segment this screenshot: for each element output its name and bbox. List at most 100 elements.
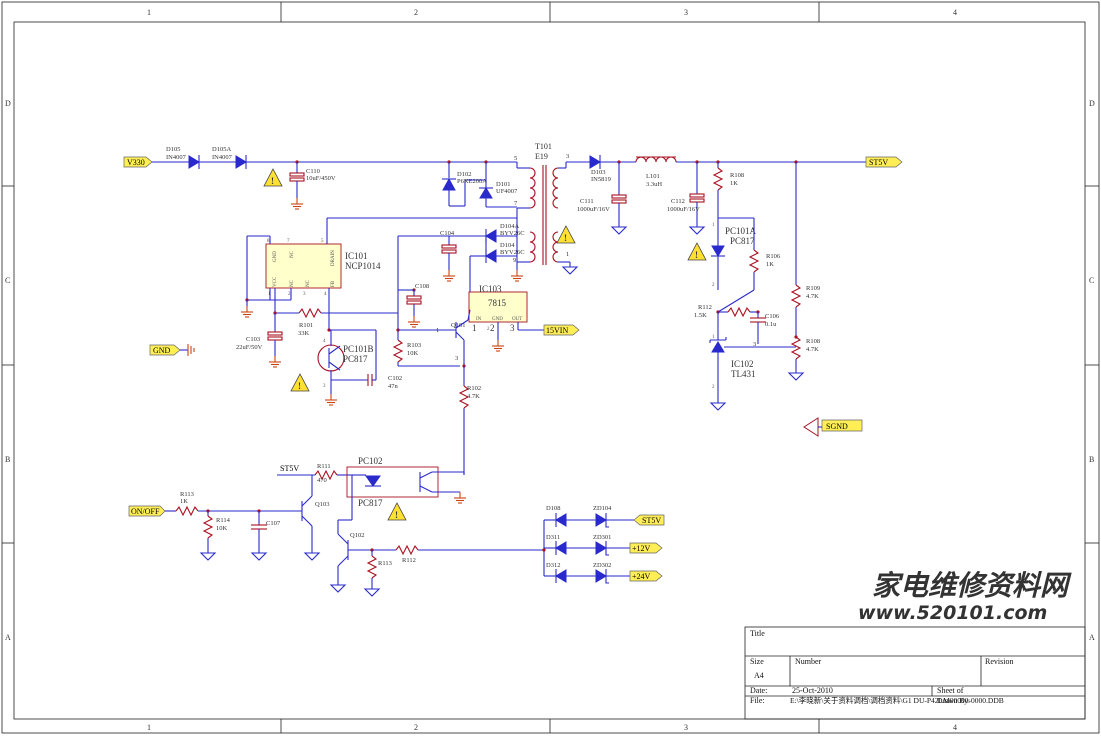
ic103-ref: IC103 [479, 284, 502, 294]
zone-col-4-bottom: 4 [953, 723, 957, 732]
pc101b-pin3: 3 [323, 384, 326, 389]
pc101a-pin2: 2 [712, 283, 715, 288]
r101-ref: R101 [299, 322, 313, 329]
d105a-val: IN4007 [212, 154, 233, 161]
c102-ref: C102 [388, 375, 402, 382]
ic103-gnd: GND [492, 317, 503, 322]
transformer-t101: T101 E19 5 7 3 1 9 ! [513, 142, 578, 275]
zone-row-a-right: A [1089, 633, 1095, 642]
ic102-pin1: 1 [712, 335, 715, 340]
tb-file-value: E:\李晓新\关于资料调档\调档资料\G1 DU-P42LM00000-0000… [790, 695, 1004, 705]
opto-pc102 [346, 466, 439, 498]
port-gnd-label: GND [153, 346, 171, 355]
c108-ref: C108 [415, 283, 429, 290]
gnd-flag: GND [149, 344, 195, 356]
l101-ref: L101 [646, 173, 660, 180]
ic103-val: 7815 [488, 298, 507, 308]
port-12v [629, 542, 663, 554]
svg-text:!: ! [395, 510, 398, 520]
sgnd-flag: SGND [803, 417, 863, 437]
input-rail: V330 D105 IN4007 D105A IN4007 C110 10uF/… [123, 146, 518, 210]
r112b-ref: R112 [402, 557, 416, 564]
svg-text:!: ! [298, 381, 301, 391]
shunt-regulator-ic102 [711, 341, 725, 353]
resistor-r103 [392, 339, 404, 363]
d103-ref: D103 [591, 169, 605, 176]
r101-val: 33K [298, 330, 310, 337]
r109-ref: R109 [806, 285, 820, 292]
c111-ref: C111 [580, 198, 594, 205]
r114-ref: R114 [216, 517, 231, 524]
ic102-pin3: 3 [753, 341, 756, 348]
r112a-val: 1.5K [694, 312, 707, 319]
port-onoff-label: ON/OFF [131, 507, 160, 516]
aux-supply: R103 10K C104 D104A BYV26C D104 BYV26C [392, 218, 530, 367]
r102-ref: R102 [467, 385, 481, 392]
diode-d108 [555, 513, 567, 527]
r108a-ref: R108 [730, 172, 744, 179]
d101-val: UF4007 [496, 188, 518, 195]
inductor-l101 [635, 156, 677, 163]
zener-zd302 [595, 569, 607, 583]
r108b-val: 4.7K [806, 346, 819, 353]
r113b-ref: R113 [378, 560, 392, 567]
zone-row-b: B [5, 455, 10, 464]
c106-val: 0.1u [765, 321, 777, 328]
ic101-drain: DRAIN [331, 250, 336, 266]
standby-control: ST5V R111 470 PC102 PC817 ! ON/OFF R113 … [128, 456, 544, 597]
zone-col-3-bottom: 3 [684, 723, 688, 732]
tb-title-label: Title [750, 629, 765, 638]
zd104-ref: ZD104 [593, 505, 612, 512]
ic101-pin2: 2 [288, 292, 291, 297]
ic101-pin4: 4 [324, 292, 327, 297]
resistor-r102 [458, 385, 470, 409]
t101-ref: T101 [535, 142, 552, 151]
diode-d105 [188, 155, 200, 169]
r103-ref: R103 [407, 342, 421, 349]
diode-d103 [589, 155, 601, 169]
warning-icon: ! [290, 373, 310, 392]
title-block: Title Size A4 Number Revision Date: 25-O… [744, 626, 1086, 720]
q103-ref: Q103 [315, 501, 329, 508]
zone-col-1: 1 [147, 8, 151, 17]
resistor-r109 [790, 284, 802, 308]
d104-ref: D104 [500, 242, 515, 249]
q101-pin3: 3 [455, 355, 458, 362]
tb-drawn-label: Drawn By: [937, 696, 970, 705]
diode-d311 [555, 541, 567, 555]
ic101-nc3: NC [306, 279, 311, 287]
c112-ref: C112 [671, 198, 685, 205]
port-st5v-2-label: ST5V [280, 464, 299, 473]
ic101-ncp1014: IC101 NCP1014 8 7 5 1 2 3 4 GND NC DRAIN… [236, 217, 517, 375]
capacitor-c103 [267, 331, 283, 336]
d105-val: IN4007 [166, 154, 187, 161]
d104a-val: BYV26C [500, 230, 525, 237]
resistor-r113b [366, 555, 378, 579]
svg-text:!: ! [271, 176, 274, 186]
d312-ref: D312 [546, 562, 560, 569]
svg-text:!: ! [564, 233, 567, 243]
port-st5v [865, 156, 903, 168]
capacitor-c108 [406, 295, 422, 300]
t101-pin5: 5 [514, 155, 517, 162]
c107-ref: C107 [266, 520, 281, 527]
tb-date-value: 25-Oct-2010 [792, 686, 833, 695]
d105-ref: D105 [166, 146, 180, 153]
ic103-pin2: 2 [490, 323, 495, 333]
port-st5v-label: ST5V [869, 158, 888, 167]
ic103-7815: IC103 7815 IN GND OUT 1 2 3 15VIN Q101 1… [436, 284, 580, 475]
tb-revision-label: Revision [985, 657, 1013, 666]
tb-size-label: Size [750, 657, 764, 666]
c103-val: 22uF/50V [236, 344, 263, 351]
port-24v-label: +24V [632, 572, 651, 581]
ic103-out: OUT [512, 317, 522, 322]
tb-number-label: Number [795, 657, 822, 666]
secondary-5v: D103 IN5819 C111 1000uF/16V L101 3.3uH C… [566, 155, 903, 381]
port-onoff [128, 505, 166, 517]
port-12v-label: +12V [632, 544, 651, 553]
c102-val: 47n [388, 383, 399, 390]
resistor-r112b [395, 544, 419, 556]
pc101b-pin4: 4 [323, 339, 326, 344]
r106-ref: R106 [766, 253, 781, 260]
